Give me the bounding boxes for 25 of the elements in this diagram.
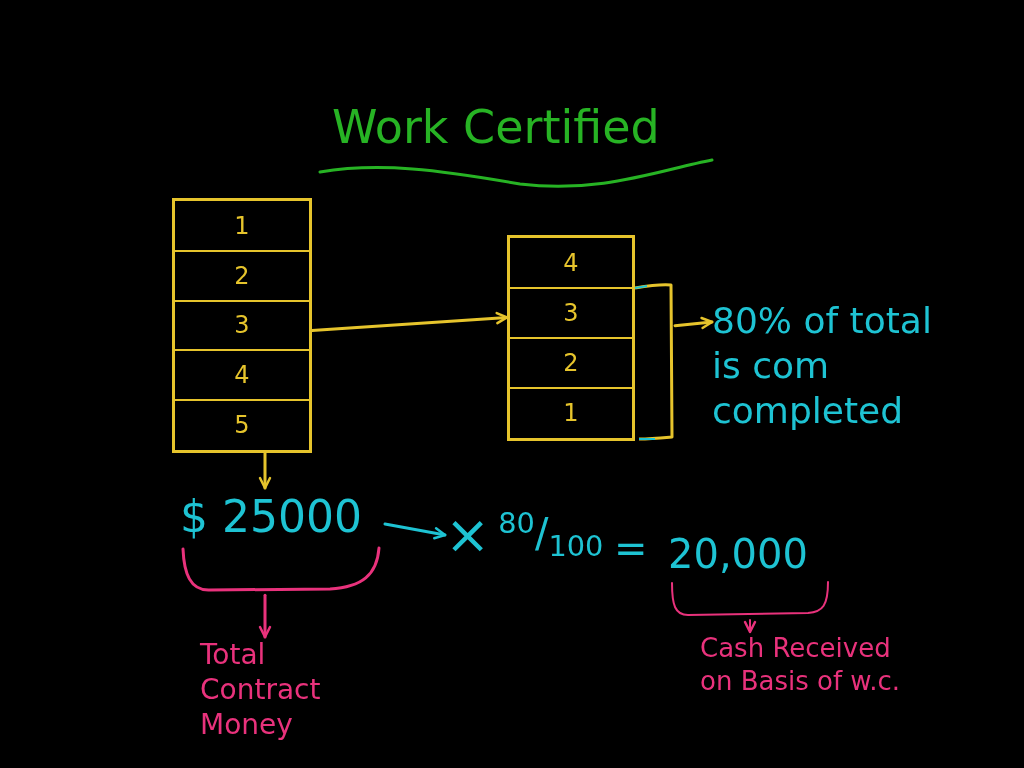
arrow <box>258 593 272 639</box>
title: Work Certified <box>332 100 660 154</box>
arrow <box>310 311 509 333</box>
arrow <box>743 619 757 634</box>
note-text: 80% of total is com completed <box>712 298 942 433</box>
row-number: 5 <box>234 413 250 438</box>
stacked-block <box>172 198 312 453</box>
arrow <box>383 522 447 540</box>
note-text: Total Contract Money <box>200 637 380 742</box>
row-number: 1 <box>234 213 250 238</box>
arrow <box>673 316 714 330</box>
row-number: 2 <box>563 351 579 375</box>
row-number: 1 <box>563 401 579 425</box>
amount-text: $ 25000 <box>180 490 362 544</box>
multiply-sign: × <box>445 502 491 568</box>
row-number: 3 <box>563 301 579 325</box>
row-number: 2 <box>234 263 250 288</box>
equals-sign: = <box>614 524 648 572</box>
row-number: 4 <box>563 251 579 275</box>
amount-text: 20,000 <box>668 530 808 579</box>
note-text: Cash Received on Basis of w.c. <box>700 632 920 697</box>
fraction-text: $^{80}$/$_{100}$ <box>498 504 604 566</box>
arrow <box>258 451 272 490</box>
row-number: 4 <box>234 363 250 388</box>
row-number: 3 <box>234 313 250 338</box>
